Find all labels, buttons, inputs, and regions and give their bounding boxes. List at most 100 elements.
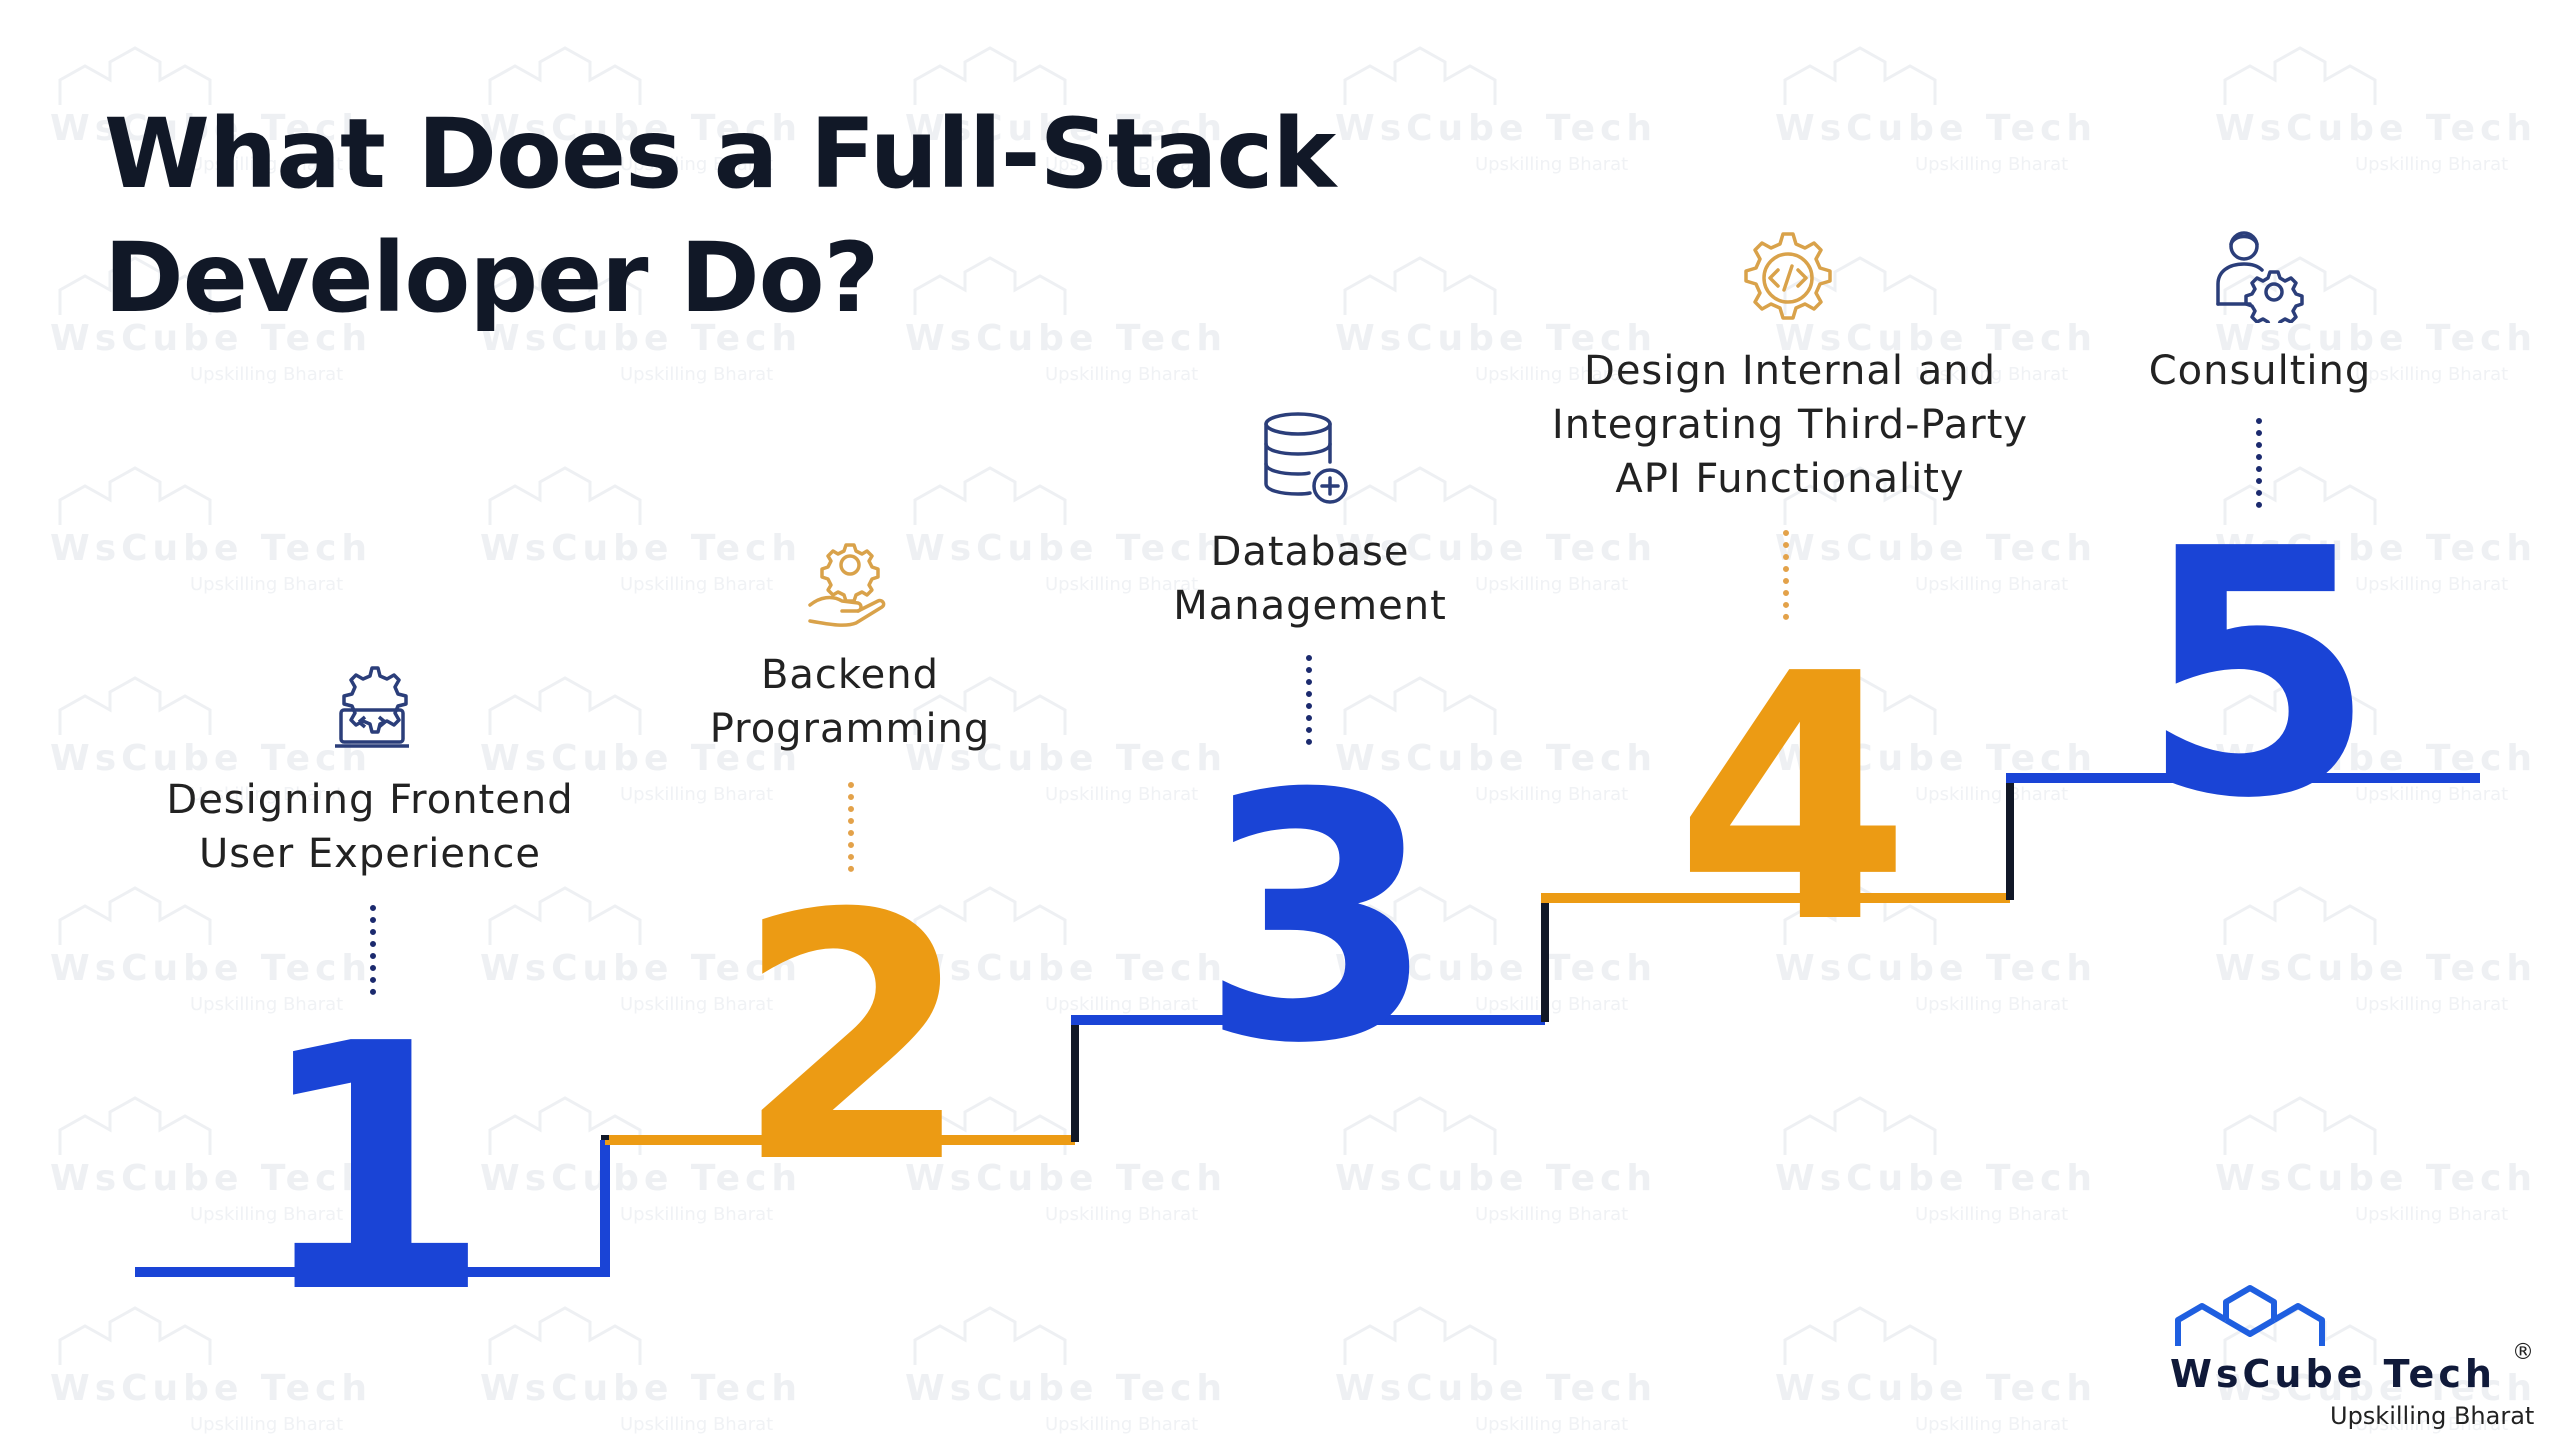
step-1-connector xyxy=(370,905,382,995)
watermark-text: WsCube Tech xyxy=(1775,948,2097,989)
watermark-subtext: Upskilling Bharat xyxy=(2355,784,2508,805)
watermark-subtext: Upskilling Bharat xyxy=(620,154,773,175)
watermark-subtext: Upskilling Bharat xyxy=(2355,154,2508,175)
watermark-hexagon xyxy=(913,1096,1067,1155)
watermark-hexagon xyxy=(2223,256,2377,315)
watermark-text: WsCube Tech xyxy=(50,948,372,989)
stair-riser-2 xyxy=(601,1020,1079,1142)
brand-tagline: Upskilling Bharat xyxy=(2330,1402,2535,1430)
title-line-2: Developer Do? xyxy=(104,222,879,334)
step-5-connector xyxy=(2256,418,2268,508)
watermark-subtext: Upskilling Bharat xyxy=(190,364,343,385)
watermark-subtext: Upskilling Bharat xyxy=(1045,154,1198,175)
watermark-text: WsCube Tech xyxy=(1775,528,2097,569)
watermark-hexagon xyxy=(488,1306,642,1365)
watermark-subtext: Upskilling Bharat xyxy=(620,1414,773,1435)
watermark-text: WsCube Tech xyxy=(1775,1158,2097,1199)
watermark-text: WsCube Tech xyxy=(480,738,802,779)
watermark-subtext: Upskilling Bharat xyxy=(620,574,773,595)
watermark-hexagon xyxy=(913,46,1067,105)
watermark-text: WsCube Tech xyxy=(1335,738,1657,779)
step-4-label-line-1: Design Internal and xyxy=(1584,348,1996,394)
watermark-hexagon xyxy=(488,676,642,735)
step-2-number: 2 xyxy=(734,842,972,1238)
step-3-label: Database Management xyxy=(1060,525,1560,633)
watermark-text: WsCube Tech xyxy=(480,1158,802,1199)
step-1-label-line-2: User Experience xyxy=(199,831,541,877)
step-2-label-line-1: Backend xyxy=(760,652,940,698)
watermark-text: WsCube Tech xyxy=(50,108,372,149)
watermark-hexagon xyxy=(58,46,212,105)
watermark-text: WsCube Tech xyxy=(480,948,802,989)
watermark-text: WsCube Tech xyxy=(1335,1158,1657,1199)
watermark-subtext: Upskilling Bharat xyxy=(190,574,343,595)
watermark-text: WsCube Tech xyxy=(480,108,802,149)
watermark-subtext: Upskilling Bharat xyxy=(1915,784,2068,805)
watermark-subtext: Upskilling Bharat xyxy=(190,994,343,1015)
step-3-number: 3 xyxy=(1199,722,1437,1118)
watermark-text: WsCube Tech xyxy=(50,1158,372,1199)
title-line-1: What Does a Full-Stack xyxy=(104,98,1336,210)
watermark-subtext: Upskilling Bharat xyxy=(2355,1414,2508,1435)
watermark-subtext: Upskilling Bharat xyxy=(190,1414,343,1435)
watermark-subtext: Upskilling Bharat xyxy=(1475,574,1628,595)
watermark-subtext: Upskilling Bharat xyxy=(1475,994,1628,1015)
watermark-subtext: Upskilling Bharat xyxy=(190,784,343,805)
watermark-subtext: Upskilling Bharat xyxy=(620,364,773,385)
watermark-hexagon xyxy=(58,1306,212,1365)
watermark-subtext: Upskilling Bharat xyxy=(1915,154,2068,175)
monitor-gear-icon xyxy=(335,666,409,748)
watermark-text: WsCube Tech xyxy=(1335,948,1657,989)
watermark-hexagon xyxy=(1343,46,1497,105)
watermark-text: WsCube Tech xyxy=(905,948,1227,989)
watermark-subtext: Upskilling Bharat xyxy=(620,994,773,1015)
watermark-hexagon xyxy=(488,1096,642,1155)
watermark-subtext: Upskilling Bharat xyxy=(2355,574,2508,595)
watermark-text: WsCube Tech xyxy=(1775,318,2097,359)
watermark-hexagon xyxy=(1343,886,1497,945)
registered-mark: ® xyxy=(2512,1340,2534,1365)
watermark-text: WsCube Tech xyxy=(2215,318,2537,359)
watermark-hexagon xyxy=(1783,676,1937,735)
step-4-connector xyxy=(1783,530,1795,620)
brand-logo: WsCube Tech ® Upskilling Bharat xyxy=(2150,1280,2540,1440)
watermark-hexagon xyxy=(1343,256,1497,315)
watermark-hexagon xyxy=(1783,1306,1937,1365)
code-gear-icon xyxy=(1744,232,1832,320)
watermark-subtext: Upskilling Bharat xyxy=(190,154,343,175)
watermark-subtext: Upskilling Bharat xyxy=(1045,574,1198,595)
watermark-hexagon xyxy=(488,46,642,105)
watermark-subtext: Upskilling Bharat xyxy=(1475,1414,1628,1435)
watermark-hexagon xyxy=(58,676,212,735)
watermark-hexagon xyxy=(2223,46,2377,105)
watermark-text: WsCube Tech xyxy=(905,528,1227,569)
watermark-subtext: Upskilling Bharat xyxy=(1045,784,1198,805)
watermark-text: WsCube Tech xyxy=(1335,528,1657,569)
watermark-subtext: Upskilling Bharat xyxy=(1915,364,2068,385)
watermark-text: WsCube Tech xyxy=(2215,738,2537,779)
watermark-hexagon xyxy=(2223,676,2377,735)
watermark-text: WsCube Tech xyxy=(50,1368,372,1409)
watermark-subtext: Upskilling Bharat xyxy=(1915,574,2068,595)
watermark-text: WsCube Tech xyxy=(1775,1368,2097,1409)
brand-name: WsCube Tech xyxy=(2170,1352,2496,1396)
step-1-label: Designing Frontend User Experience xyxy=(60,773,680,881)
watermark-hexagon xyxy=(1343,676,1497,735)
watermark-hexagon xyxy=(488,466,642,525)
watermark-hexagon xyxy=(913,256,1067,315)
watermark-hexagon xyxy=(2223,466,2377,525)
watermark-text: WsCube Tech xyxy=(50,738,372,779)
watermark-text: WsCube Tech xyxy=(1335,1368,1657,1409)
watermark-text: WsCube Tech xyxy=(2215,1158,2537,1199)
watermark-hexagon xyxy=(913,886,1067,945)
watermark-hexagon xyxy=(58,886,212,945)
step-3-connector xyxy=(1306,655,1318,745)
watermark-text: WsCube Tech xyxy=(2215,108,2537,149)
step-4-label-line-3: API Functionality xyxy=(1615,456,1965,502)
watermark-text: WsCube Tech xyxy=(480,528,802,569)
watermark-text: WsCube Tech xyxy=(2215,528,2537,569)
watermark-subtext: Upskilling Bharat xyxy=(1915,1204,2068,1225)
watermark-text: WsCube Tech xyxy=(1335,318,1657,359)
